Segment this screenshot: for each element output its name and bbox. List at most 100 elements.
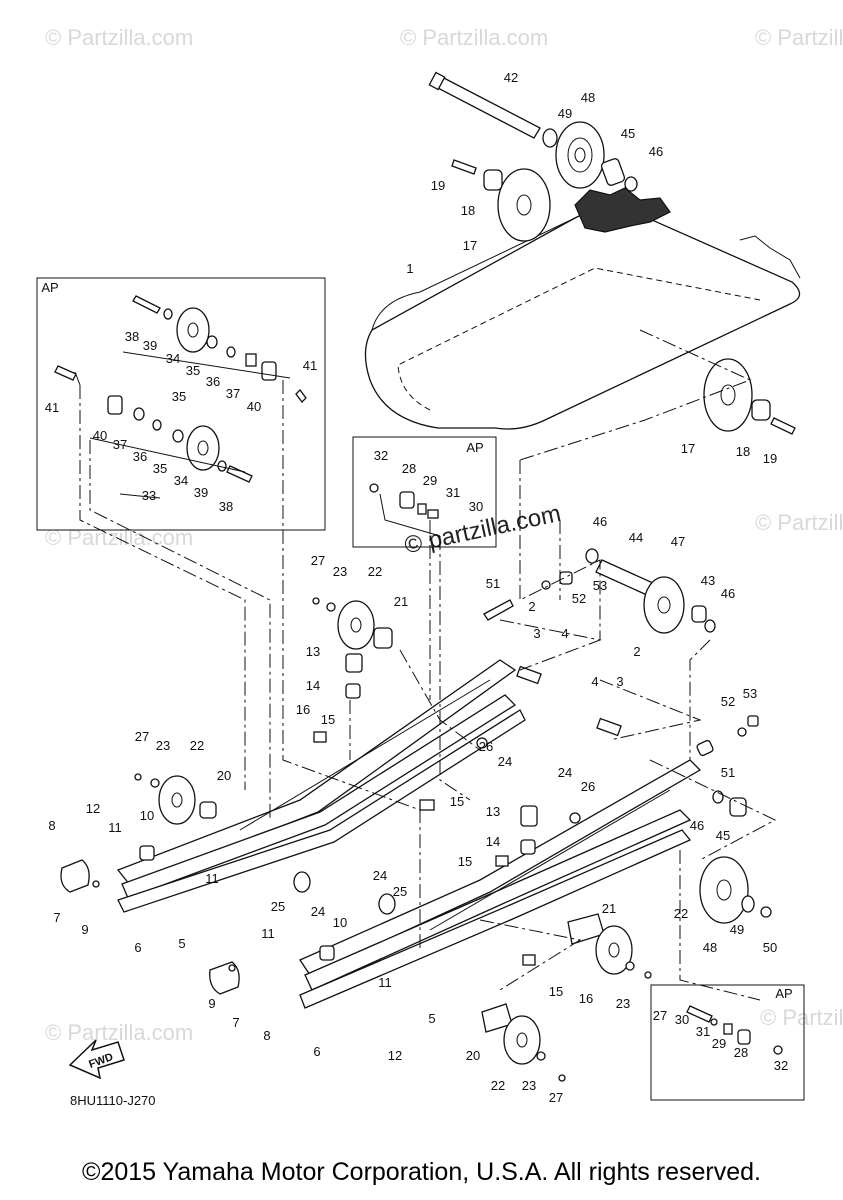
part-number-callout: 50 [763,940,777,955]
part-number-callout: 28 [734,1045,748,1060]
part-number-callout: 48 [581,90,595,105]
part-number-callout: 27 [311,553,325,568]
part-number-callout: 39 [194,485,208,500]
part-number-callout: 52 [572,591,586,606]
part-number-callout: 43 [701,573,715,588]
part-number-callout: 10 [333,915,347,930]
part-number-callout: 11 [378,975,392,990]
part-number-callout: 51 [486,576,500,591]
watermark: © Partzilla.com [400,25,548,50]
watermark: © Partzilla.com [760,1005,843,1030]
rear-axle-group [483,548,716,634]
part-number-callout: 45 [716,828,730,843]
part-number-callout: 41 [45,400,59,415]
part-number-callout: 35 [153,461,167,476]
part-number-callout: 17 [463,238,477,253]
part-number-callout: 34 [166,351,180,366]
part-number-callout: 9 [208,996,215,1011]
top-axle-group [428,71,638,242]
part-number-callout: 39 [143,338,157,353]
part-number-callout: 11 [261,926,275,941]
part-number-callout: 15 [549,984,563,999]
part-number-callout: 5 [428,1011,435,1026]
watermark: © Partzilla.com [45,1020,193,1045]
right-rail [299,759,702,1009]
part-number-callout: 21 [602,901,616,916]
part-number-callout: 47 [671,534,685,549]
assembly-box-label: AP [466,440,483,455]
assembly-boxes [36,277,805,1101]
part-number-callout: 1 [406,261,413,276]
slide-wheel-icon [595,925,633,975]
part-number-callout: 42 [504,70,518,85]
part-number-callout: 14 [306,678,320,693]
part-number-callout: 37 [226,386,240,401]
part-number-callout: 19 [763,451,777,466]
part-number-callout: 16 [579,991,593,1006]
rear-wheel-group [703,358,796,435]
part-number-callout: 26 [479,739,493,754]
ap-box-center [352,436,497,548]
part-number-callout: 20 [217,768,231,783]
slide-wheel-icon [337,600,375,650]
part-number-callout: 13 [486,804,500,819]
part-number-callout: 30 [469,499,483,514]
part-number-callout: 52 [721,694,735,709]
part-number-callout: 25 [271,899,285,914]
part-number-callout: 27 [549,1090,563,1105]
part-number-callout: 23 [333,564,347,579]
part-number-callout: 11 [108,820,122,835]
part-number-callout: 51 [721,765,735,780]
part-number-callout: 31 [446,485,460,500]
part-number-callout: 12 [388,1048,402,1063]
part-number-callout: 35 [172,389,186,404]
part-number-callout: 32 [374,448,388,463]
part-number-callout: 10 [140,808,154,823]
part-number-callout: 25 [393,884,407,899]
part-number-callout: 9 [81,922,88,937]
slide-wheel-icon [158,775,196,825]
part-number-callout: 31 [696,1024,710,1039]
part-number-callout: 34 [174,473,188,488]
part-number-callout: 8 [263,1028,270,1043]
callout-labels: 42484945461918171AP383934353637354041414… [41,70,792,1105]
part-number-callout: 24 [558,765,572,780]
part-number-callout: 53 [593,578,607,593]
part-number-callout: 45 [621,126,635,141]
part-number-callout: 6 [134,940,141,955]
idler-wheel-icon [699,856,749,924]
part-number-callout: 16 [296,702,310,717]
part-number-callout: 12 [86,801,100,816]
part-number-callout: 21 [394,594,408,609]
part-number-callout: 27 [653,1008,667,1023]
part-number-callout: 19 [431,178,445,193]
watermark: © Partzilla.com [755,510,843,535]
watermark: © Partzilla.com [45,25,193,50]
part-number-callout: 24 [311,904,325,919]
part-number-callout: 15 [321,712,335,727]
part-number-callout: 46 [690,818,704,833]
part-number-callout: 4 [591,674,598,689]
part-number-callout: 32 [774,1058,788,1073]
part-number-callout: 38 [219,499,233,514]
part-number-callout: 46 [649,144,663,159]
part-number-callout: 14 [486,834,500,849]
part-number-callout: 17 [681,441,695,456]
copyright-notice: ©2015 Yamaha Motor Corporation, U.S.A. A… [82,1158,761,1186]
part-number-callout: 40 [247,399,261,414]
part-number-callout: 4 [561,626,568,641]
idler-wheel-icon [555,121,605,189]
part-number-callout: 53 [743,686,757,701]
part-number-callout: 29 [712,1036,726,1051]
part-number-callout: 22 [190,738,204,753]
part-number-callout: 36 [206,374,220,389]
part-number-callout: 22 [674,906,688,921]
part-number-callout: 23 [616,996,630,1011]
assembly-box-label: AP [41,280,58,295]
part-number-callout: 23 [522,1078,536,1093]
part-number-callout: 15 [450,794,464,809]
part-number-callout: 29 [423,473,437,488]
part-number-callout: 7 [53,910,60,925]
part-number-callout: 37 [113,437,127,452]
assembly-box-label: AP [775,986,792,1001]
